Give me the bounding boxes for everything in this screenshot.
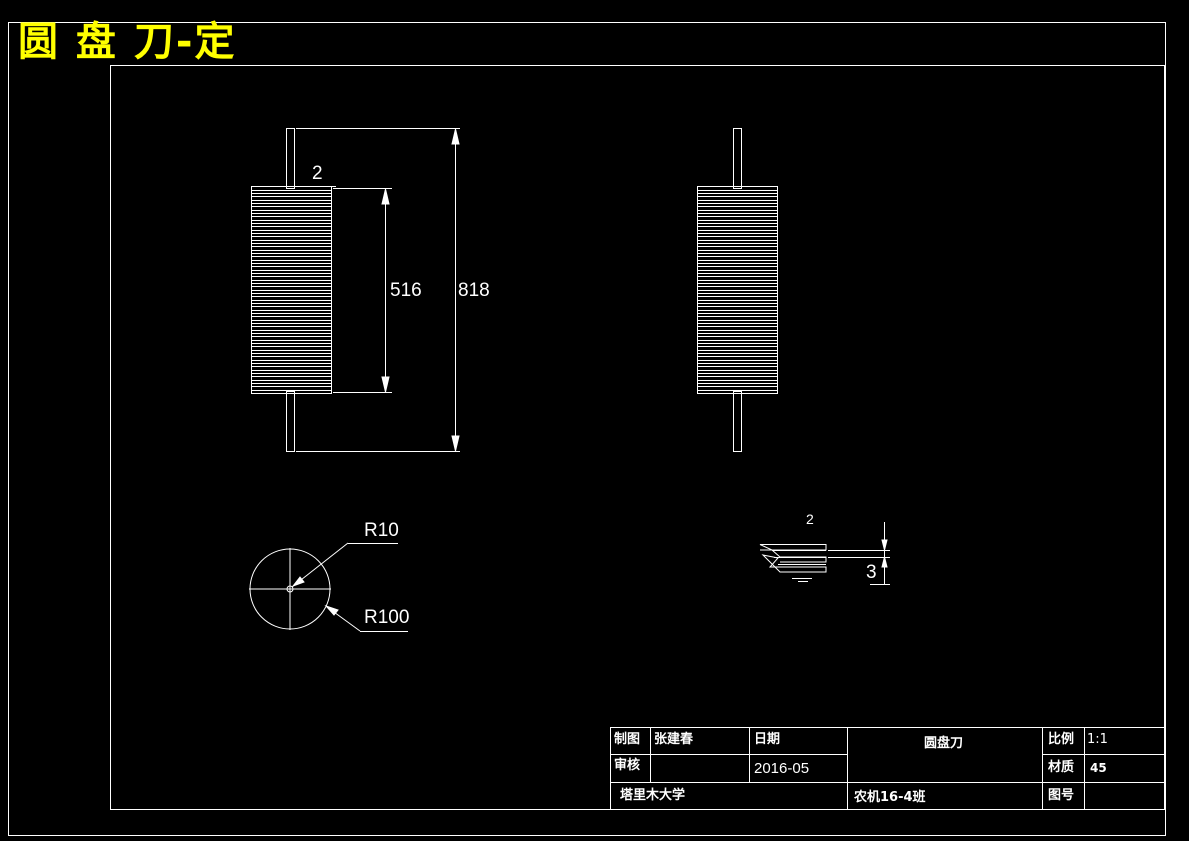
material-label: 材质 xyxy=(1048,760,1075,775)
drawing-title: 圆 盘 刀-定 xyxy=(18,19,237,65)
dim-label-radius-large: R100 xyxy=(364,607,410,628)
material-value: 45 xyxy=(1090,761,1107,775)
drawing-no-label: 图号 xyxy=(1048,788,1075,803)
scale-value: 1:1 xyxy=(1087,732,1108,747)
front-shaft-bottom xyxy=(286,391,295,452)
front-disc-stack xyxy=(251,186,332,394)
part-name: 圆盘刀 xyxy=(924,736,964,751)
front-view xyxy=(251,128,332,452)
side-shaft-top xyxy=(733,128,742,189)
outer-frame xyxy=(8,22,1166,836)
class-name: 农机16-4班 xyxy=(854,790,926,805)
dim-body-height xyxy=(333,188,392,393)
school-name: 塔里木大学 xyxy=(620,788,686,803)
dim-overall-height xyxy=(296,128,460,452)
dim-label-overall-height: 818 xyxy=(458,280,490,301)
drawn-by-label: 制图 xyxy=(614,732,641,747)
reviewed-label: 审核 xyxy=(614,758,641,773)
side-disc-lines xyxy=(698,190,777,391)
inner-frame xyxy=(110,65,1165,810)
side-shaft-bottom xyxy=(733,391,742,452)
section-detail xyxy=(759,522,890,585)
front-shaft-top xyxy=(286,128,295,189)
side-view xyxy=(697,128,778,452)
title-block-grid xyxy=(610,727,1165,810)
dim-label-section-width: 2 xyxy=(806,511,814,527)
circle-view xyxy=(249,542,408,632)
scale-label: 比例 xyxy=(1048,732,1075,747)
date-label: 日期 xyxy=(754,732,781,747)
dim-label-top-gap: 2 xyxy=(312,163,323,184)
date-value: 2016-05 xyxy=(754,760,810,777)
dim-label-radius-small: R10 xyxy=(364,520,399,541)
dim-label-body-height: 516 xyxy=(390,280,422,301)
front-disc-lines xyxy=(252,190,331,391)
side-disc-stack xyxy=(697,186,778,394)
dim-label-section-height: 3 xyxy=(866,562,877,583)
drawn-by-value: 张建春 xyxy=(654,732,694,747)
